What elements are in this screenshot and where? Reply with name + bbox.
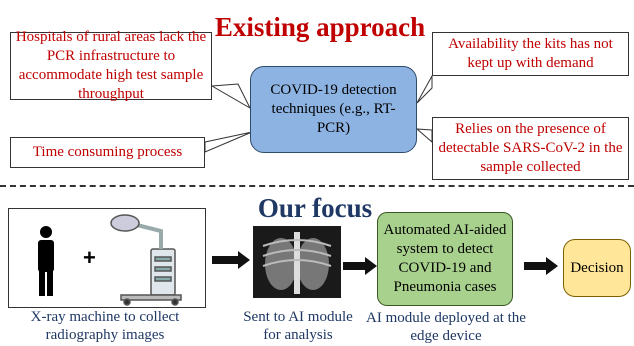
our-focus-title: Our focus [257,193,373,223]
callout-lines [204,74,433,153]
callout-time [204,131,253,153]
xray-machine-label: X-ray machine to collect radiography ima… [30,309,180,343]
decision-box: Decision [563,239,631,297]
xray-machine-illustration: + [38,214,182,306]
callout-rural [210,83,252,110]
lungs-illustration [262,232,332,294]
covid-detection-techniques-box: COVID-19 detection techniques (e.g., RT-… [250,66,417,153]
existing-approach-title: Existing approach [214,12,426,42]
person-icon [38,226,54,296]
note-rural-infrastructure: Hospitals of rural areas lack the PCR in… [10,29,212,102]
plus-sign: + [83,245,96,270]
arrow-right-icon [212,251,250,269]
note-kits-availability: Availability the kits has not kept up wi… [432,32,629,76]
ai-system-box: Automated AI-aided system to detect COVI… [377,212,513,306]
sent-to-ai-label: Sent to AI module for analysis [243,309,353,343]
xray-machine-image: + [8,208,206,308]
callout-kits [416,74,433,104]
arrow-right-icon [343,257,377,275]
section-divider [0,185,634,187]
note-relies-on-presence: Relies on the presence of detectable SAR… [432,117,629,180]
ai-module-label: AI module deployed at the edge device [366,310,526,344]
note-time-consuming: Time consuming process [10,137,205,168]
arrow-right-icon [524,257,558,275]
xray-device-icon [110,214,182,306]
chest-xray-image [253,226,341,298]
callout-relies [415,128,433,144]
